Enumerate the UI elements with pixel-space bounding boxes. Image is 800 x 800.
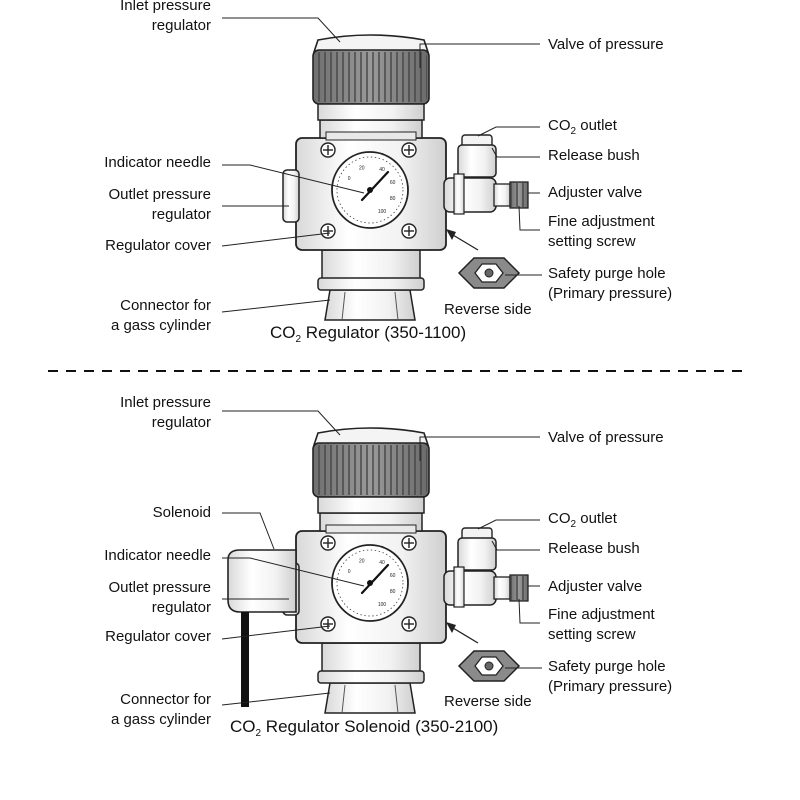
gauge-tick-label: 80 [390, 589, 396, 595]
label-line: setting screw [548, 233, 636, 250]
gauge-tick-label: 60 [390, 180, 396, 186]
label-line: a gass cylinder [110, 711, 211, 728]
solenoid [227, 549, 297, 707]
label-regulator-cover-2: Regulator cover [105, 628, 211, 645]
label-co2-outlet-2: CO2 outlet [548, 509, 617, 531]
label-line: a gass cylinder [110, 317, 211, 334]
label-fine-adjustment: Fine adjustment setting screw [548, 212, 655, 252]
label-indicator-needle-2: Indicator needle [104, 547, 211, 564]
label-line: setting screw [548, 626, 636, 643]
label-fine-adjustment-2: Fine adjustment setting screw [548, 605, 655, 645]
label-valve-of-pressure-2: Valve of pressure [548, 429, 664, 446]
caption-part: Regulator Solenoid (350-2100) [261, 717, 499, 736]
gauge-tick-label: 100 [378, 209, 387, 215]
label-co2-outlet: CO2 outlet [548, 116, 617, 138]
label-line: Fine adjustment [548, 213, 655, 230]
caption-part: CO [230, 717, 256, 736]
caption-regulator: CO2 Regulator (350-1100) [270, 322, 466, 347]
gauge-tick-label: 40 [379, 167, 385, 173]
label-reverse-side: Reverse side [444, 301, 532, 318]
label-line: regulator [151, 206, 211, 223]
caption-subscript: 2 [255, 728, 262, 739]
label-safety-purge-hole-2: Safety purge hole (Primary pressure) [548, 657, 672, 697]
label-release-bush-2: Release bush [548, 540, 640, 557]
caption-part: CO [270, 323, 296, 342]
gauge-tick-label: 60 [390, 573, 396, 579]
label-inlet-pressure-regulator-2: Inlet pressure regulator [120, 393, 211, 433]
caption-part: Regulator (350-1100) [301, 323, 467, 342]
label-outlet-pressure-regulator-2: Outlet pressure regulator [108, 578, 211, 618]
label-line: Inlet pressure [120, 394, 211, 411]
label-outlet-pressure-regulator: Outlet pressure regulator [108, 185, 211, 225]
caption-regulator-solenoid: CO2 Regulator Solenoid (350-2100) [230, 716, 498, 741]
leader-lines-2 [221, 410, 542, 706]
gauge-tick-label: 0 [348, 176, 351, 182]
label-solenoid: Solenoid [152, 504, 211, 521]
gauge-tick-label: 40 [379, 560, 385, 566]
label-inlet-pressure-regulator: Inlet pressure regulator [120, 0, 211, 36]
label-line: Safety purge hole [548, 658, 666, 675]
gauge-tick-label: 100 [378, 602, 387, 608]
label-adjuster-valve-2: Adjuster valve [548, 578, 643, 595]
label-part: CO [548, 117, 571, 134]
label-valve-of-pressure: Valve of pressure [548, 36, 664, 53]
label-adjuster-valve: Adjuster valve [548, 184, 643, 201]
gauge-tick-label: 0 [348, 569, 351, 575]
caption-subscript: 2 [295, 334, 302, 345]
label-regulator-cover: Regulator cover [105, 237, 211, 254]
label-line: (Primary pressure) [548, 678, 673, 695]
gauge-tick-label: 20 [359, 558, 365, 564]
label-connector: Connector for a gass cylinder [111, 296, 211, 336]
label-subscript: 2 [570, 126, 577, 137]
leader-lines [221, 17, 542, 313]
label-subscript: 2 [570, 519, 577, 530]
label-line: Fine adjustment [548, 606, 655, 623]
label-safety-purge-hole: Safety purge hole (Primary pressure) [548, 264, 672, 304]
label-line: Connector for [120, 691, 211, 708]
label-release-bush: Release bush [548, 147, 640, 164]
label-indicator-needle: Indicator needle [104, 154, 211, 171]
label-line: (Primary pressure) [548, 285, 673, 302]
label-part: outlet [576, 117, 617, 134]
label-reverse-side-2: Reverse side [444, 693, 532, 710]
label-part: CO [548, 510, 571, 527]
label-line: Safety purge hole [548, 265, 666, 282]
label-line: regulator [151, 599, 211, 616]
label-part: outlet [576, 510, 617, 527]
label-line: Connector for [120, 297, 211, 314]
label-line: regulator [151, 414, 211, 431]
gauge-tick-label: 20 [359, 165, 365, 171]
label-line: Outlet pressure [108, 186, 211, 203]
label-line: Inlet pressure [120, 0, 211, 14]
label-connector-2: Connector for a gass cylinder [111, 690, 211, 730]
label-line: regulator [151, 17, 211, 34]
label-line: Outlet pressure [108, 579, 211, 596]
gauge-tick-label: 80 [390, 196, 396, 202]
